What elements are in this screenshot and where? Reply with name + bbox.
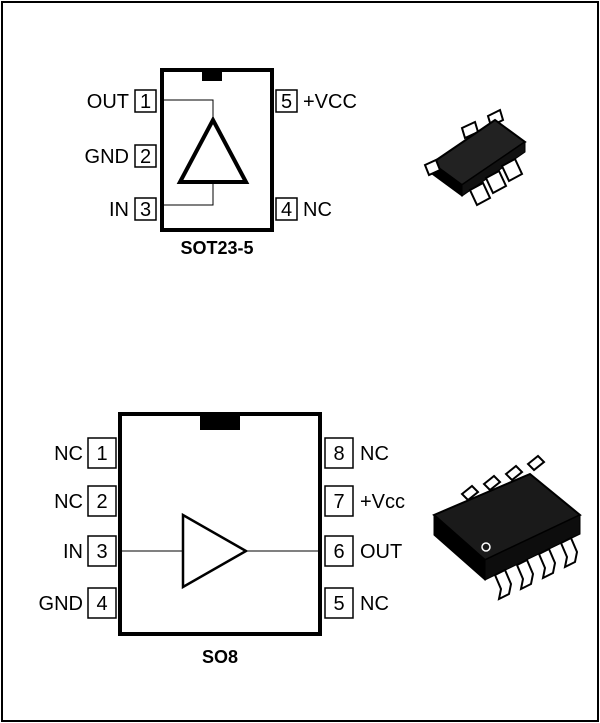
so8-body	[118, 412, 322, 636]
so8-pin3-number: 3	[96, 541, 107, 563]
sot23-out-wire	[162, 99, 214, 120]
so8-pin2-label: NC	[54, 491, 83, 513]
sot23-5-package: 1 2 3 5 4 OUT GND IN +VCC NC SOT23-5	[85, 68, 357, 258]
so8-pin8-label: NC	[360, 443, 389, 465]
sot23-pin1-label: OUT	[87, 91, 129, 113]
so8-pin5-label: NC	[360, 593, 389, 615]
so8-package: 1 2 3 4 8 7 6 5 NC NC IN GND NC +Vcc OUT…	[39, 412, 405, 667]
so8-pin5-box	[324, 587, 354, 619]
sot23-pin4-label: NC	[303, 199, 332, 221]
sot23-pin1-number: 1	[140, 91, 151, 113]
sot23-package-name: SOT23-5	[180, 238, 253, 258]
sot23-chip-illustration	[423, 108, 527, 207]
so8-pin2-box	[87, 485, 117, 517]
so8-pin1-box	[87, 437, 117, 469]
sot23-pin1-box	[134, 89, 157, 113]
so8-pin2-number: 2	[96, 491, 107, 513]
so8-pin1-label: NC	[54, 443, 83, 465]
sot23-pin3-label: IN	[109, 199, 129, 221]
so8-pin1-number: 1	[96, 443, 107, 465]
so8-amplifier-symbol	[181, 512, 249, 590]
so8-pin3-box	[87, 535, 117, 567]
sot23-pin2-box	[134, 144, 157, 168]
sot23-pin4-box	[275, 197, 298, 221]
so8-pin3-label: IN	[63, 541, 83, 563]
sot23-in-wire	[162, 182, 214, 206]
sot23-pin5-number: 5	[281, 91, 292, 113]
so8-pin8-box	[324, 437, 354, 469]
so8-chip-illustration	[432, 454, 582, 601]
so8-pin4-number: 4	[96, 593, 107, 615]
sot23-pin3-box	[134, 197, 157, 221]
so8-notch	[200, 414, 240, 430]
so8-pin4-box	[87, 587, 117, 619]
so8-pin4-label: GND	[39, 593, 83, 615]
sot23-pin2-number: 2	[140, 146, 151, 168]
so8-pin6-box	[324, 535, 354, 567]
sot23-pin4-number: 4	[281, 199, 292, 221]
sot23-pin5-label: +VCC	[303, 91, 357, 113]
so8-pin6-number: 6	[333, 541, 344, 563]
so8-pin6-label: OUT	[360, 541, 402, 563]
sot23-pin2-label: GND	[85, 146, 129, 168]
sot23-pin5-box	[275, 89, 298, 113]
sot23-notch	[202, 70, 222, 81]
so8-pin7-label: +Vcc	[360, 491, 405, 513]
so8-pin7-box	[324, 485, 354, 517]
so8-pin5-number: 5	[333, 593, 344, 615]
so8-pin7-number: 7	[333, 491, 344, 513]
sot23-pin3-number: 3	[140, 199, 151, 221]
so8-pin8-number: 8	[333, 443, 344, 465]
so8-package-name: SO8	[202, 647, 238, 667]
sot23-amplifier-symbol	[176, 115, 250, 184]
